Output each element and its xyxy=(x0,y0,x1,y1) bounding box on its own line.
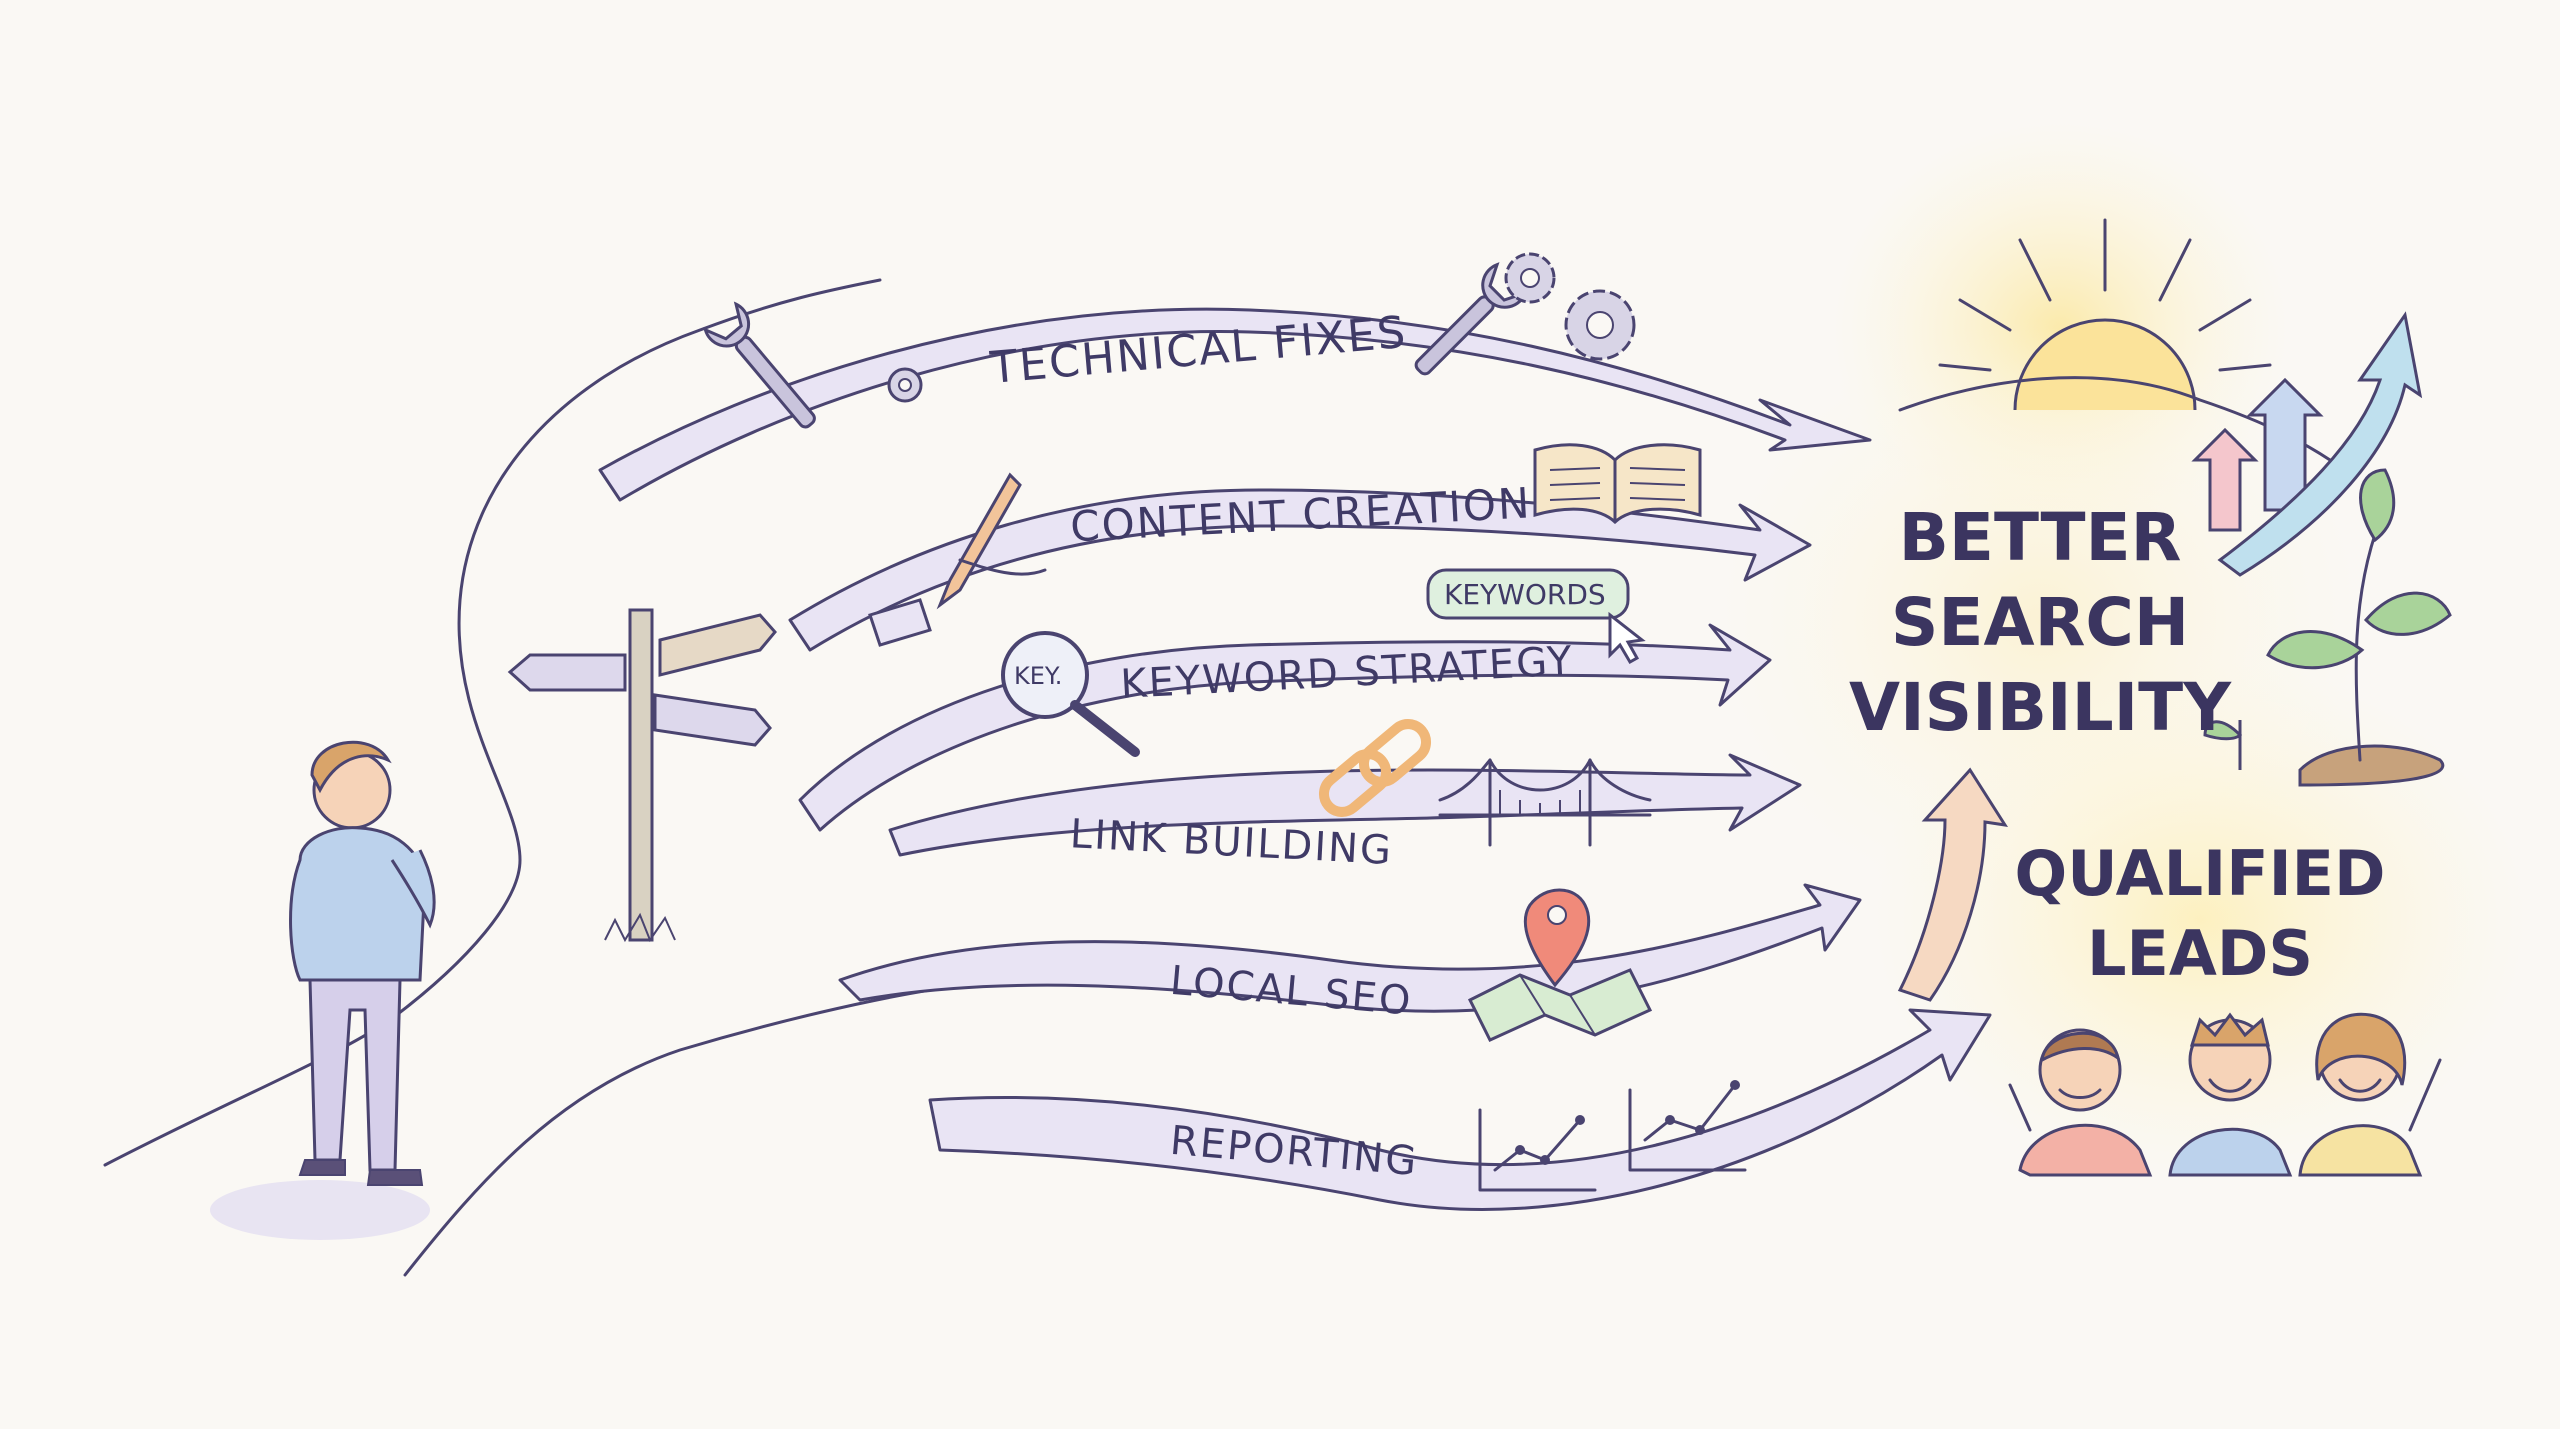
visibility-line-2: SEARCH xyxy=(1891,584,2189,661)
arrow-content xyxy=(788,488,1812,652)
bridge-icon xyxy=(1438,758,1652,847)
map-icon xyxy=(1467,968,1653,1042)
line-chart-icon xyxy=(1628,1080,1747,1172)
book-icon xyxy=(1533,443,1702,525)
visibility-line-3: VISIBILITY xyxy=(1849,669,2232,746)
wrench-icon xyxy=(703,301,816,429)
sun-icon xyxy=(1938,218,2272,411)
visibility-line-1: BETTER xyxy=(1899,499,2182,576)
growth-arrow-up xyxy=(1897,767,2009,1002)
leads-line-1: QUALIFIED xyxy=(2015,837,2386,910)
magnifier-icon xyxy=(1001,631,1140,757)
wrench-icon xyxy=(1414,262,1528,376)
happy-people xyxy=(2008,1012,2442,1177)
outcome-visibility: BETTER SEARCH VISIBILITY xyxy=(1849,499,2232,746)
line-chart-icon xyxy=(1478,1108,1597,1192)
person-figure xyxy=(210,740,436,1240)
keywords-chip: KEYWORDS xyxy=(1426,568,1630,620)
arrow-technical xyxy=(598,307,1872,502)
map-pin-icon xyxy=(1523,888,1591,988)
cursor-icon xyxy=(1608,611,1646,665)
growth-arrows xyxy=(2191,311,2423,577)
gear-icon xyxy=(1504,252,1636,361)
plant-icon xyxy=(2203,468,2452,787)
magnifier-text: KEY. xyxy=(1014,662,1062,690)
chain-link-icon xyxy=(1318,719,1432,817)
leads-line-2: LEADS xyxy=(2087,917,2313,990)
keywords-chip-text: KEYWORDS xyxy=(1444,578,1606,611)
winding-road xyxy=(103,278,932,1277)
pen-icon xyxy=(868,472,1047,647)
outcome-leads: QUALIFIED LEADS xyxy=(2015,837,2386,990)
arrow-reporting xyxy=(928,1008,1992,1211)
gear-icon xyxy=(887,367,923,403)
signpost-icon xyxy=(507,608,777,943)
